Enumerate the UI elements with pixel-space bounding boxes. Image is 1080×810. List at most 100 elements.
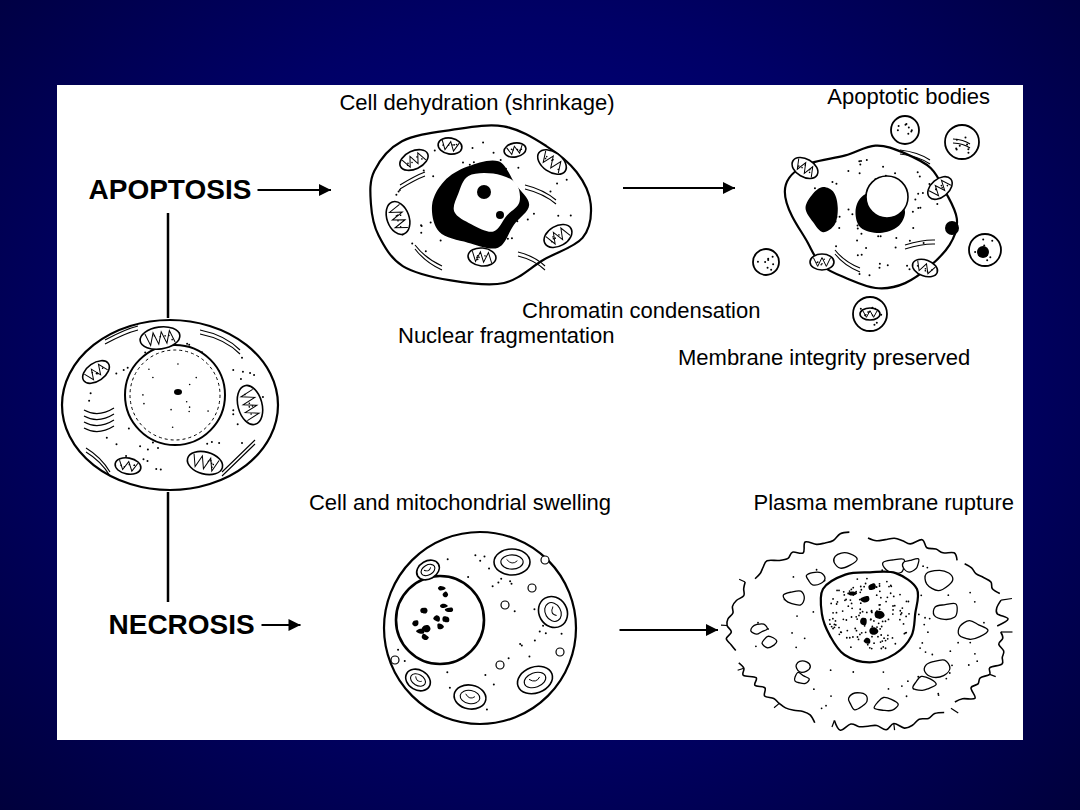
ruptured-cell: [813, 688, 815, 690]
swollen-cell: [433, 615, 440, 621]
mitochondrion: [946, 184, 948, 186]
normal-cell: [170, 409, 172, 411]
ruptured-cell: [876, 586, 878, 588]
mitochondrion: [816, 262, 818, 264]
ruptured-cell: [859, 608, 861, 610]
mitochondrion: [809, 171, 811, 173]
swollen-mitochondrion: [533, 591, 573, 633]
shrunken-cell: [432, 160, 529, 248]
ruptured-cell: [885, 601, 887, 603]
ruptured-cell: [949, 672, 951, 674]
ruptured-cell: [974, 653, 976, 655]
ruptured-cell: [852, 587, 854, 589]
normal-cell: [127, 367, 129, 369]
apoptotic-body: [753, 249, 779, 275]
ruptured-cell: [883, 637, 885, 639]
ruptured-cell: [919, 647, 921, 649]
branch-line: [167, 213, 170, 318]
membrane-shred: [990, 674, 996, 676]
swollen-cell: [384, 532, 576, 724]
apoptotic-body: [991, 240, 993, 242]
mitochondrion: [926, 271, 928, 273]
mitochondrion: [153, 335, 155, 337]
stage-caption: Cell and mitochondrial swelling: [309, 490, 611, 515]
ruptured-cell: [906, 601, 908, 603]
mitochondrion: [539, 151, 564, 173]
apoptotic-bodies: [838, 227, 840, 229]
normal-cell: [241, 357, 243, 359]
swollen-mitochondrion: [452, 682, 488, 711]
apoptotic-body: [955, 148, 957, 150]
ruptured-cell: [832, 618, 834, 620]
endoplasmic-reticulum: [518, 252, 545, 266]
swollen-mitochondrion: [465, 694, 475, 699]
ruptured-cell: [882, 646, 884, 648]
ruptured-cell: [890, 585, 892, 587]
ruptured-cell: [757, 622, 759, 624]
membrane-shred: [739, 579, 745, 582]
swollen-cell: [438, 586, 446, 591]
ruptured-cell: [976, 660, 978, 662]
shrunken-cell: [477, 185, 491, 199]
mitochondrion: [168, 335, 170, 337]
ruptured-cell: [858, 638, 860, 640]
endoplasmic-reticulum: [525, 185, 556, 200]
debris: [933, 603, 957, 619]
shrunken-cell: [398, 191, 400, 193]
ruptured-cell: [888, 586, 890, 588]
ruptured-cell: [925, 651, 927, 653]
mitochondrion: [159, 336, 161, 338]
mitochondrion: [798, 165, 800, 167]
ruptured-cell: [835, 620, 837, 622]
ruptured-cell: [843, 594, 845, 596]
mitochondrion: [910, 256, 940, 280]
mitochondrion: [865, 314, 867, 316]
mitochondrion: [546, 156, 548, 158]
shrunken-cell: [411, 243, 413, 245]
mitochondrion: [478, 257, 480, 259]
flow-arrow: [620, 629, 719, 631]
ruptured-cell: [836, 590, 838, 592]
normal-cell: [160, 469, 162, 471]
mitochondrion: [416, 156, 418, 158]
ruptured-cell: [860, 602, 862, 604]
apoptotic-bodies: [945, 221, 959, 235]
mitochondrion: [397, 146, 432, 175]
mitochondrion: [441, 140, 460, 152]
ruptured-cell: [791, 632, 793, 634]
swollen-cell: [447, 558, 449, 560]
mitochondrion: [211, 462, 213, 464]
swollen-cell: [500, 578, 502, 580]
mitochondrion: [533, 145, 571, 180]
ruptured-cell: [846, 630, 848, 632]
mitochondrion: [503, 141, 527, 159]
apoptotic-bodies: [859, 172, 861, 174]
mitochondrion: [467, 247, 496, 267]
broken-membrane: [834, 712, 944, 730]
mitochondrion: [557, 168, 559, 170]
ruptured-cell: [860, 596, 869, 603]
debris: [925, 570, 953, 590]
normal-cell: [88, 400, 90, 402]
normal-cell: [177, 363, 179, 365]
mitochondrion: [248, 406, 250, 408]
ruptured-cell: [879, 608, 881, 610]
ruptured-cell: [873, 620, 875, 622]
apoptotic-body: [977, 246, 989, 258]
shrunken-cell: [421, 225, 423, 227]
normal-cell: [262, 396, 264, 398]
ruptured-cell: [859, 634, 861, 636]
mitochondrion: [540, 220, 576, 252]
ruptured-cell: [816, 569, 818, 571]
mitochondrion: [788, 153, 821, 183]
shrunken-cell: [370, 125, 591, 284]
apoptotic-bodies: [860, 160, 862, 162]
apoptotic-body: [969, 234, 1001, 266]
swollen-cell: [561, 633, 563, 635]
ruptured-cell: [879, 628, 881, 630]
apoptotic-bodies: [879, 263, 881, 265]
mitochondrion: [411, 161, 413, 163]
mitochondrion: [421, 158, 423, 160]
mitochondrion: [437, 136, 463, 156]
ruptured-cell: [901, 607, 903, 609]
